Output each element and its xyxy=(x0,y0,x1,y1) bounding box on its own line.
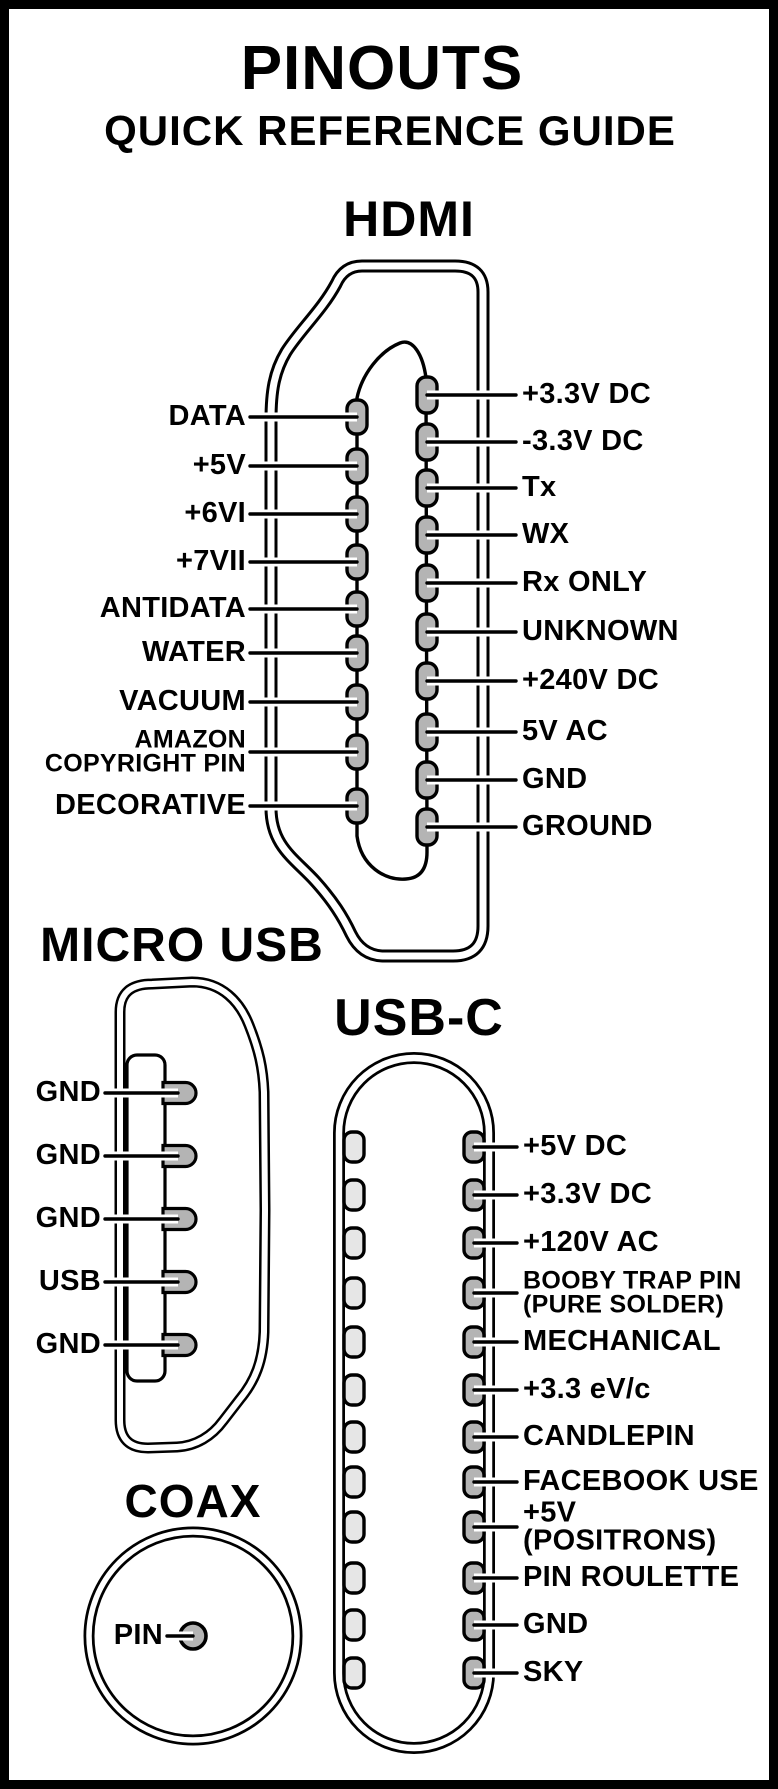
pin xyxy=(342,1130,366,1164)
usb-c-right-pin-column xyxy=(462,1130,519,1690)
pin xyxy=(342,1656,366,1690)
micro-usb-pin-column xyxy=(103,1080,198,1358)
hdmi-shell-outline-inner xyxy=(267,262,487,960)
micro-usb-connector xyxy=(103,976,271,1454)
pin xyxy=(342,1608,366,1642)
pin xyxy=(342,1178,366,1212)
hdmi-right-pin-column xyxy=(415,375,518,847)
pin xyxy=(342,1276,366,1310)
pin xyxy=(342,1510,366,1544)
pin xyxy=(342,1561,366,1595)
coax-shell-outline-inner xyxy=(86,1529,300,1743)
coax-center-pin-group xyxy=(165,1621,208,1651)
pin xyxy=(342,1325,366,1359)
micro-usb-shell-outline-inner xyxy=(117,978,269,1452)
hdmi-left-pin-column xyxy=(248,398,369,825)
coax-connector xyxy=(83,1526,303,1746)
usb-c-connector xyxy=(333,1052,519,1754)
usb-c-shell-outline-inner xyxy=(335,1054,493,1752)
pin xyxy=(342,1420,366,1454)
pin xyxy=(342,1226,366,1260)
pin xyxy=(342,1373,366,1407)
hdmi-connector xyxy=(248,259,518,963)
usb-c-left-pin-column xyxy=(342,1130,366,1690)
pin xyxy=(342,1465,366,1499)
